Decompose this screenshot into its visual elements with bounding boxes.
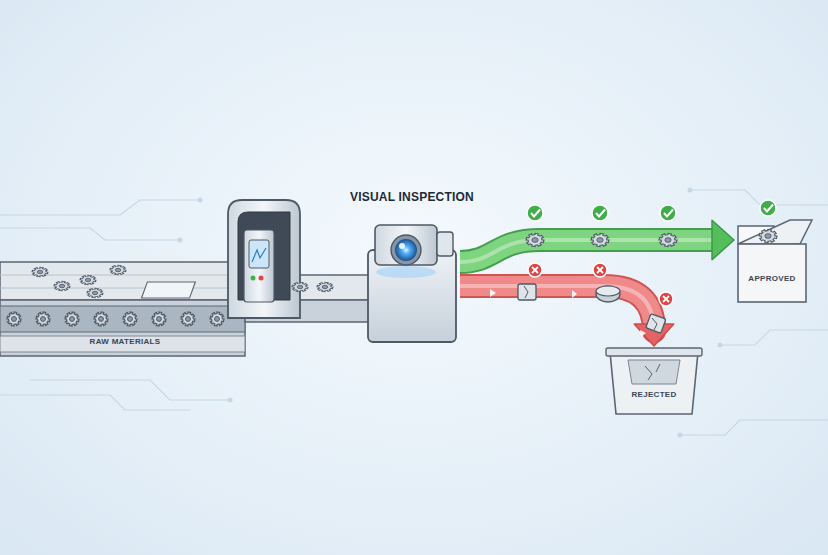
inspection-station: VISUAL INSPECTION xyxy=(348,190,476,342)
label-text: APPROVED xyxy=(736,274,808,283)
scanner-machine xyxy=(228,200,300,318)
reject-marks xyxy=(528,263,673,306)
flow-arrow xyxy=(460,286,674,346)
gear-icon xyxy=(36,312,50,326)
gear-icon xyxy=(7,312,21,326)
label-text: RAW MATERIALS xyxy=(58,337,192,346)
gear-icon xyxy=(210,312,224,326)
gear-icon xyxy=(526,233,544,247)
rejected-bin-label: REJECTED xyxy=(614,390,694,406)
gear-icon xyxy=(317,282,333,292)
gear-icon xyxy=(54,281,70,291)
gear-icon xyxy=(152,312,166,326)
gear-icon xyxy=(759,229,777,243)
camera xyxy=(368,225,456,342)
gear-icon xyxy=(80,275,96,285)
circuit-dots xyxy=(178,188,723,438)
gear-icon xyxy=(292,282,308,292)
gear-icon xyxy=(32,267,48,277)
flow-arrow xyxy=(460,220,734,262)
gear-icon xyxy=(659,233,677,247)
gear-icon xyxy=(110,265,126,275)
gear-icon xyxy=(87,288,103,298)
gears xyxy=(526,229,777,247)
conveyor xyxy=(0,262,380,356)
circuit-lines xyxy=(0,190,828,435)
conveyor-label-band: RAW MATERIALS xyxy=(58,337,192,352)
gear-icon xyxy=(123,312,137,326)
approved-checks xyxy=(527,200,776,221)
approved-box xyxy=(738,220,812,302)
gear-icon xyxy=(591,233,609,247)
gear-icon xyxy=(94,312,108,326)
rejected-bin xyxy=(606,348,702,414)
defective-parts xyxy=(490,284,666,337)
approved-box-label: APPROVED xyxy=(736,274,808,292)
label-text: REJECTED xyxy=(614,390,694,399)
gear-icon xyxy=(181,312,195,326)
gear-icon xyxy=(65,312,79,326)
heading-text: VISUAL INSPECTION xyxy=(348,190,476,204)
